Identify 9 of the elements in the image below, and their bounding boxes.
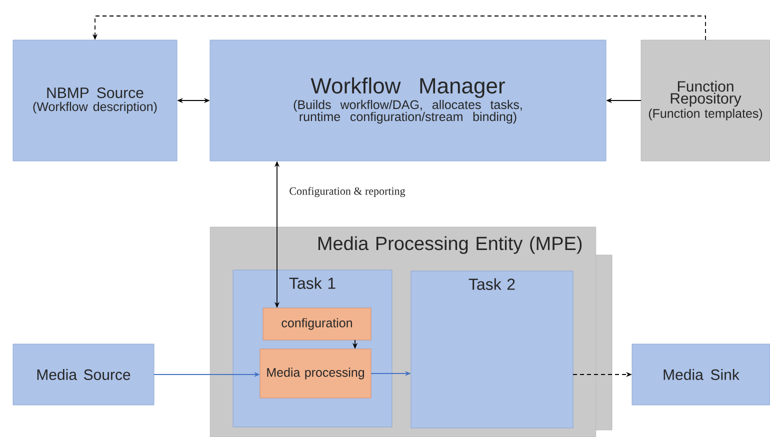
sink-box: Media Sink [632,344,770,406]
repository-box: Function Repository (Function templates) [640,40,770,162]
edge-label: Configuration & reporting [288,186,406,198]
step-box: Media processing [260,348,372,398]
source-box: NBMP Source (Workflow description) [12,40,178,162]
task-box: Task 2 [410,270,574,428]
source-box: Media Source [12,344,154,406]
process-box: Workflow Manager (Builds workflow/DAG, allocates tasks, runtime configuration/stream binding) [210,40,606,162]
step-box: configuration [262,308,372,340]
